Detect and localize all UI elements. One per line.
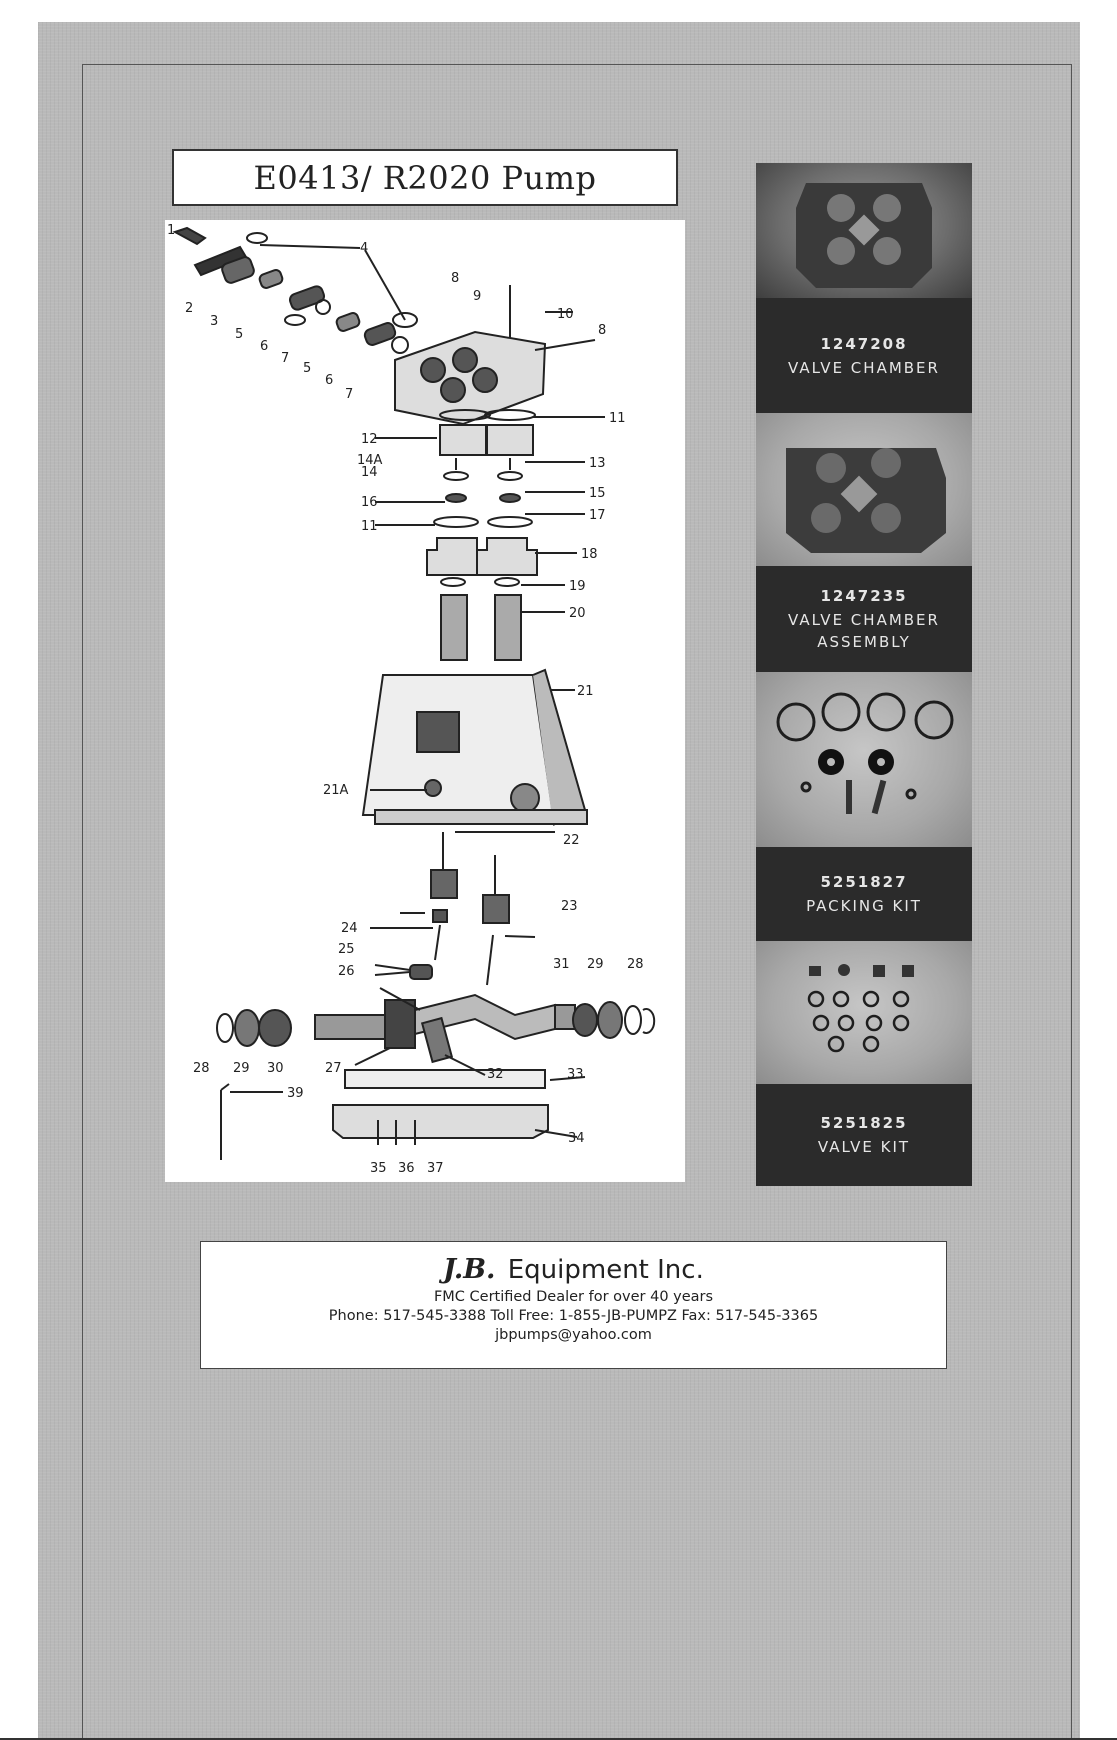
part-name: VALVE CHAMBER (788, 611, 940, 629)
callout: 36 (398, 1161, 415, 1176)
part-number: 5251825 (820, 1114, 908, 1132)
callout-numbers: 1 2 3 4 5 6 7 5 6 7 8 9 10 8 11 12 14A 1… (167, 223, 644, 1176)
page-frame (82, 64, 1072, 1740)
callout: 6 (325, 373, 333, 388)
contact-line: Phone: 517-545-3388 Toll Free: 1-855-JB-… (328, 1308, 819, 1324)
callout: 11 (609, 411, 626, 426)
email-link[interactable]: jbpumps@yahoo.com (495, 1327, 652, 1343)
company-logo: J.B. (443, 1254, 496, 1285)
part-photo (756, 672, 972, 847)
company-brand: J.B. Equipment Inc. (201, 1254, 946, 1285)
callout: 5 (235, 327, 243, 342)
callout: 10 (557, 307, 574, 322)
part-caption: 5251827 PACKING KIT (756, 847, 972, 941)
part-number: 5251827 (820, 873, 908, 891)
page-title: E0413/ R2020 Pump (253, 158, 597, 197)
callout: 22 (563, 833, 580, 848)
callout: 18 (581, 547, 598, 562)
callout: 20 (569, 606, 586, 621)
part-caption: 1247235 VALVE CHAMBER ASSEMBLY (756, 566, 972, 672)
part-name: VALVE CHAMBER (788, 358, 940, 377)
callout: 28 (627, 957, 644, 972)
callout: 8 (451, 271, 459, 286)
callout: 19 (569, 579, 586, 594)
callout: 24 (341, 921, 358, 936)
title-box: E0413/ R2020 Pump (172, 149, 678, 206)
callout: 39 (287, 1086, 304, 1101)
part-photo (756, 941, 972, 1084)
callout: 12 (361, 432, 378, 447)
part-name-line2: ASSEMBLY (817, 633, 911, 651)
part-caption: 1247208 VALVE CHAMBER (756, 298, 972, 413)
callout: 8 (598, 323, 606, 338)
callout: 4 (360, 241, 368, 256)
callout: 33 (567, 1067, 584, 1082)
part-photo (756, 413, 972, 566)
callout: 34 (568, 1131, 585, 1146)
callout: 29 (587, 957, 604, 972)
callout: 6 (260, 339, 268, 354)
callout: 14 (361, 465, 378, 480)
exploded-parts-diagram: 1 2 3 4 5 6 7 5 6 7 8 9 10 8 11 12 14A 1… (165, 220, 685, 1182)
part-name: VALVE KIT (817, 1138, 911, 1156)
callout: 1 (167, 223, 175, 238)
callout: 30 (267, 1061, 284, 1076)
callout: 21A (323, 783, 349, 798)
company-name: Equipment Inc. (507, 1255, 704, 1285)
part-card-valve-kit: 5251825 VALVE KIT (756, 941, 972, 1186)
callout: 5 (303, 361, 311, 376)
part-number: 1247208 (820, 334, 908, 353)
callout: 17 (589, 508, 606, 523)
part-caption: 5251825 VALVE KIT (756, 1084, 972, 1186)
callout: 35 (370, 1161, 387, 1176)
callout: 27 (325, 1061, 342, 1076)
callout: 26 (338, 964, 355, 979)
callout: 29 (233, 1061, 250, 1076)
callout: 15 (589, 486, 606, 501)
callout: 7 (281, 351, 289, 366)
part-name: PACKING KIT (806, 897, 922, 915)
callout: 23 (561, 899, 578, 914)
exploded-view-drawing: 1 2 3 4 5 6 7 5 6 7 8 9 10 8 11 12 14A 1… (167, 223, 656, 1176)
callout: 21 (577, 684, 594, 699)
callout: 14A (357, 453, 383, 468)
callout: 2 (185, 301, 193, 316)
callout: 16 (361, 495, 378, 510)
company-footer: J.B. Equipment Inc. FMC Certified Dealer… (200, 1241, 947, 1369)
callout: 25 (338, 942, 355, 957)
callout: 7 (345, 387, 353, 402)
part-number: 1247235 (820, 587, 908, 605)
callout: 37 (427, 1161, 444, 1176)
part-card-valve-chamber: 1247208 VALVE CHAMBER (756, 163, 972, 413)
callout: 31 (553, 957, 570, 972)
callout: 9 (473, 289, 481, 304)
part-card-valve-chamber-assembly: 1247235 VALVE CHAMBER ASSEMBLY (756, 413, 972, 672)
callout: 13 (589, 456, 606, 471)
callout: 11 (361, 519, 378, 534)
callout: 32 (487, 1067, 504, 1082)
part-photo (756, 163, 972, 298)
callout: 28 (193, 1061, 210, 1076)
company-tagline: FMC Certified Dealer for over 40 years (433, 1289, 714, 1305)
callout: 3 (210, 314, 218, 329)
part-card-packing-kit: 5251827 PACKING KIT (756, 672, 972, 941)
